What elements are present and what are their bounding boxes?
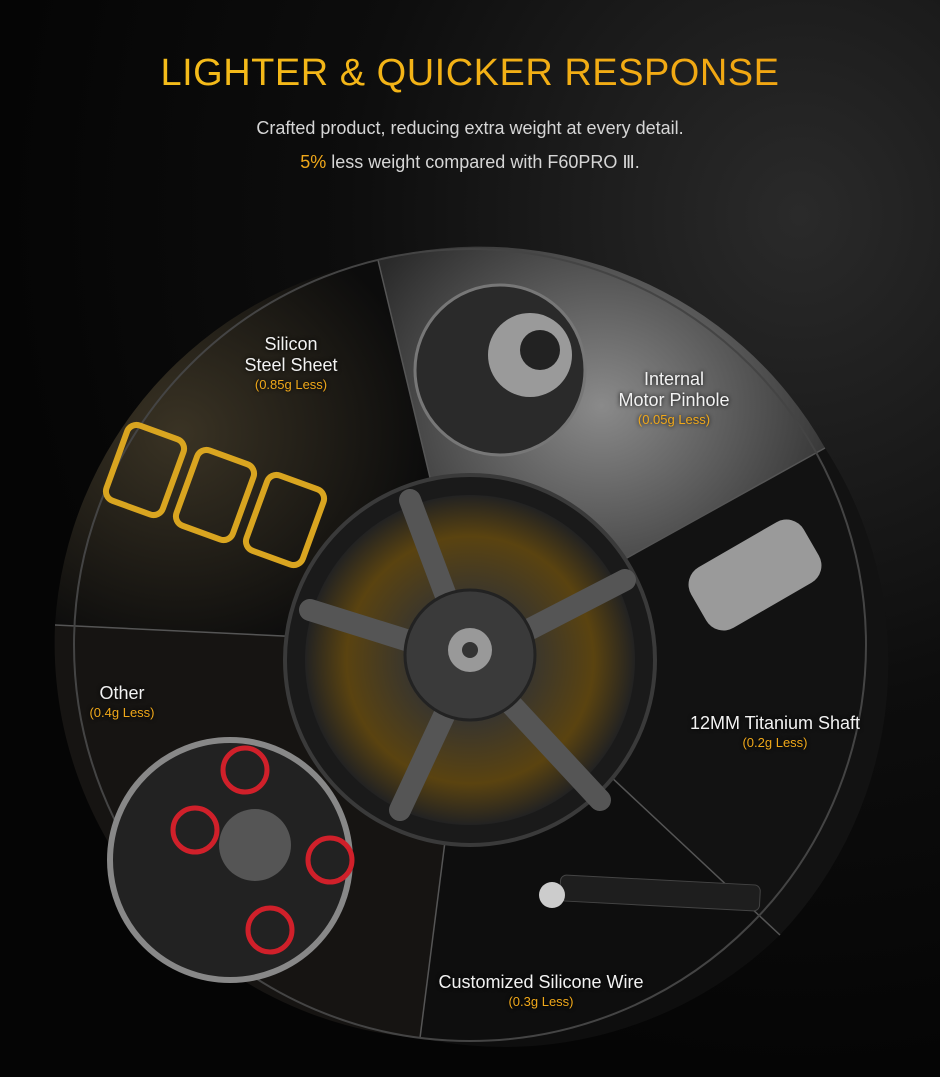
subtitle-line-1: Crafted product, reducing extra weight a… xyxy=(256,118,684,138)
coil-illustration-icon xyxy=(102,421,328,569)
titanium-shaft-icon xyxy=(688,519,822,631)
label-other: Other (0.4g Less) xyxy=(89,683,154,722)
label-motor-pinhole: Internal Motor Pinhole (0.05g Less) xyxy=(618,369,729,429)
part-name-line2: Motor Pinhole xyxy=(618,390,730,410)
motor-base-icon xyxy=(107,737,355,983)
part-name: Other xyxy=(99,683,145,703)
weight-reduction-percent: 5% xyxy=(300,152,327,172)
subtitle-line-2-text: less weight compared with F60PRO Ⅲ. xyxy=(326,152,640,172)
motor-center-icon xyxy=(283,473,657,847)
part-name: 12MM Titanium Shaft xyxy=(689,713,861,733)
part-weight: (0.2g Less) xyxy=(742,735,808,750)
part-name: Customized Silicone Wire xyxy=(438,972,644,992)
part-name-line1: Internal xyxy=(643,369,705,389)
silicone-wire-icon xyxy=(539,874,761,912)
subtitle-line-2: 5% less weight compared with F60PRO Ⅲ. xyxy=(0,152,940,173)
page-title: LIGHTER & QUICKER RESPONSE xyxy=(0,52,940,95)
part-name-line2: Steel Sheet xyxy=(244,355,338,375)
part-weight: (0.05g Less) xyxy=(637,412,711,427)
pinhole-shaft-icon xyxy=(413,283,587,457)
label-titanium-shaft: 12MM Titanium Shaft (0.2g Less) xyxy=(690,713,860,752)
part-weight: (0.4g Less) xyxy=(89,705,155,720)
part-weight: (0.85g Less) xyxy=(254,377,328,392)
part-name-line1: Silicon xyxy=(264,334,318,354)
part-weight: (0.3g Less) xyxy=(508,994,574,1009)
label-silicone-wire: Customized Silicone Wire (0.3g Less) xyxy=(438,972,643,1011)
label-silicon-steel-sheet: Silicon Steel Sheet (0.85g Less) xyxy=(244,334,337,394)
